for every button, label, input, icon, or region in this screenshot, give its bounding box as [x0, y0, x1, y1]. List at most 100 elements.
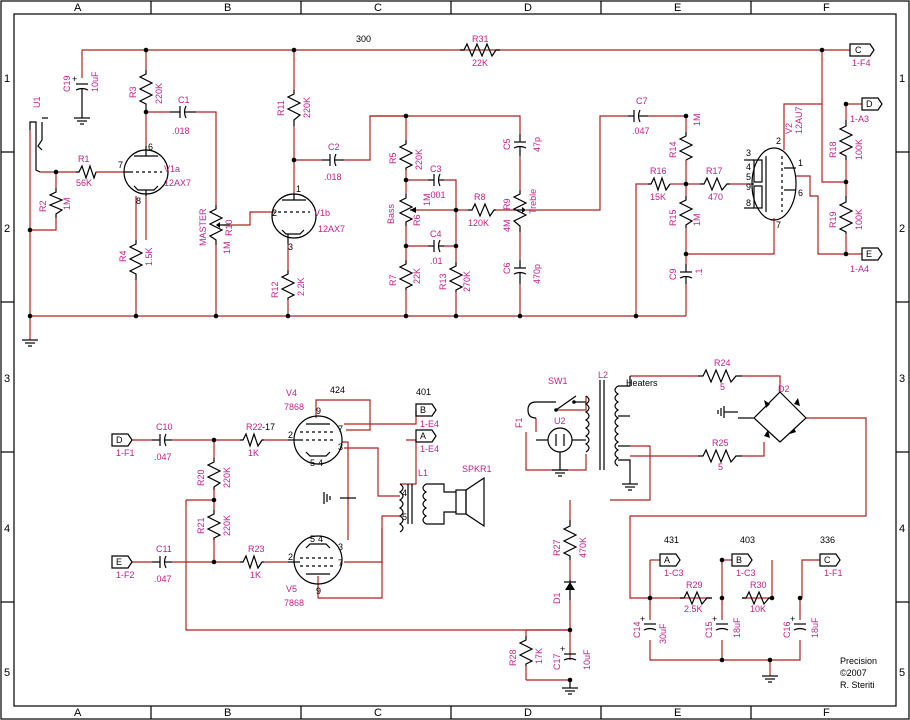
connector-ref: 1-C3 — [736, 568, 756, 578]
component-ref: L2 — [598, 370, 608, 380]
pin-number: 2 — [272, 208, 277, 218]
connector-letter: E — [866, 249, 872, 259]
connector-ref: 1-F4 — [852, 58, 871, 68]
col-label-top: B — [224, 2, 231, 14]
pin-number: 5 — [402, 512, 407, 522]
component-value: 10K — [750, 604, 766, 614]
resistor-r18 — [838, 120, 854, 160]
svg-text:+: + — [640, 614, 645, 624]
component-label: MASTER — [198, 208, 208, 246]
title-line: ©2007 — [840, 668, 867, 678]
row-label-left: 3 — [4, 373, 10, 385]
component-value: 18uF — [810, 617, 820, 638]
node-voltage: -17 — [262, 422, 275, 432]
component-value: 220K — [154, 83, 164, 104]
node-voltage: 401 — [416, 387, 431, 397]
row-label-right: 5 — [899, 667, 905, 679]
resistor-r12 — [280, 270, 296, 300]
col-label-bottom: F — [823, 707, 830, 719]
pin-number: 5 — [310, 534, 315, 544]
component-ref: R15 — [668, 209, 678, 226]
component-ref: V2 — [784, 123, 794, 134]
capacitor-c3 — [428, 173, 444, 187]
component-value: 270K — [462, 271, 472, 292]
component-value: 17K — [534, 648, 544, 664]
row-label-left: 5 — [4, 667, 10, 679]
ground-icon — [717, 406, 738, 418]
component-ref: C5 — [502, 138, 512, 150]
component-ref: C7 — [636, 96, 648, 106]
component-value: 470K — [578, 537, 588, 558]
ground-icon — [622, 476, 638, 491]
component-ref: C6 — [502, 262, 512, 274]
component-value: 12AX7 — [164, 178, 191, 188]
component-value: 10uF — [90, 71, 100, 92]
row-label-right: 3 — [899, 373, 905, 385]
pin-number: 9 — [316, 406, 321, 416]
resistor-r25 — [698, 448, 742, 464]
component-label: Heaters — [626, 378, 658, 388]
component-ref: SPKR1 — [462, 464, 492, 474]
component-value: .018 — [172, 126, 190, 136]
resistor-r28 — [518, 636, 534, 666]
component-ref: R4 — [118, 250, 128, 262]
pin-number: 2 — [776, 136, 781, 146]
col-label-top: D — [524, 2, 532, 14]
diode-d1 — [564, 580, 576, 600]
resistor-r23 — [240, 554, 264, 570]
power-transformer-l2 — [584, 376, 631, 476]
component-ref: C19 — [62, 75, 72, 92]
pin-number: 2 — [288, 430, 293, 440]
component-ref: R24 — [714, 358, 731, 368]
resistor-r21 — [206, 510, 222, 540]
node-voltage: 431 — [664, 535, 679, 545]
pot-wipers — [216, 207, 526, 228]
component-value: 470 — [708, 192, 723, 202]
component-ref: U2 — [554, 416, 566, 426]
component-ref: R2 — [38, 200, 48, 212]
svg-text:+: + — [72, 74, 77, 84]
component-ref: C9 — [668, 268, 678, 280]
component-ref: C10 — [156, 422, 173, 432]
component-value: 5 — [718, 462, 723, 472]
connector-ref: 1-A3 — [850, 114, 869, 124]
resistor-r29 — [680, 590, 712, 606]
capacitor-c7 — [628, 109, 648, 123]
bridge-rectifier-d2 — [738, 391, 807, 443]
component-value: 1M — [62, 197, 72, 210]
component-ref: V1a — [164, 164, 180, 174]
col-label-bottom: C — [374, 707, 382, 719]
node-voltage: 300 — [356, 34, 371, 44]
resistor-r3 — [138, 70, 154, 112]
row-label-left: 1 — [4, 73, 10, 85]
connector-letter: C — [855, 45, 862, 55]
component-ref: V4 — [286, 388, 297, 398]
pin-number: 7 — [118, 160, 123, 170]
resistor-r5 — [398, 140, 414, 170]
component-ref: D1 — [552, 592, 562, 604]
component-value: 30uF — [658, 623, 668, 644]
component-value: 4M — [502, 219, 512, 232]
pin-number: 5 — [310, 458, 315, 468]
component-ref: R31 — [472, 34, 489, 44]
capacitor-c14: + — [640, 614, 657, 631]
resistor-r20 — [206, 458, 222, 490]
ground-symbols — [22, 112, 778, 695]
component-ref: R22 — [246, 422, 263, 432]
component-ref: R21 — [196, 517, 206, 534]
connector-letter: A — [420, 431, 426, 441]
component-ref: R17 — [706, 166, 723, 176]
component-ref: C2 — [328, 142, 340, 152]
component-ref: R23 — [248, 544, 265, 554]
component-value: .047 — [154, 452, 172, 462]
grid-labels: A B C D E F A B C D E F 1 2 3 4 5 1 2 3 … — [4, 2, 905, 719]
col-label-bottom: A — [74, 707, 82, 719]
component-ref: C11 — [156, 544, 172, 554]
component-value: 1K — [248, 448, 259, 458]
tube-v1b — [271, 193, 317, 244]
resistor-r24 — [698, 368, 742, 384]
col-label-top: E — [674, 2, 681, 14]
tube-v2 — [744, 147, 797, 221]
